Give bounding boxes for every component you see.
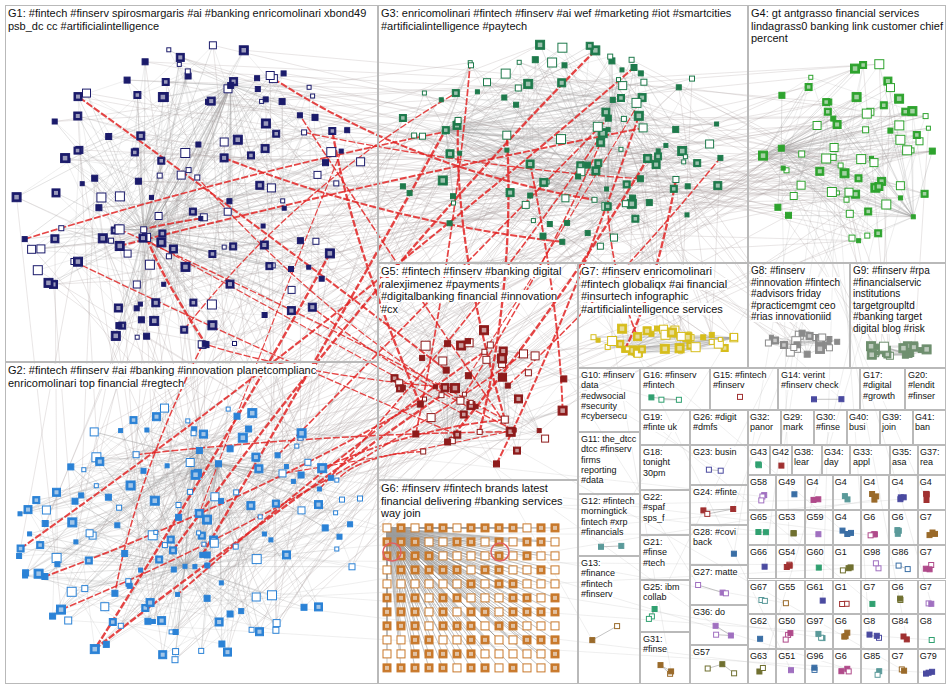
- graph-canvas: G1: #fintech #finserv spirosmargaris #ai…: [0, 0, 950, 688]
